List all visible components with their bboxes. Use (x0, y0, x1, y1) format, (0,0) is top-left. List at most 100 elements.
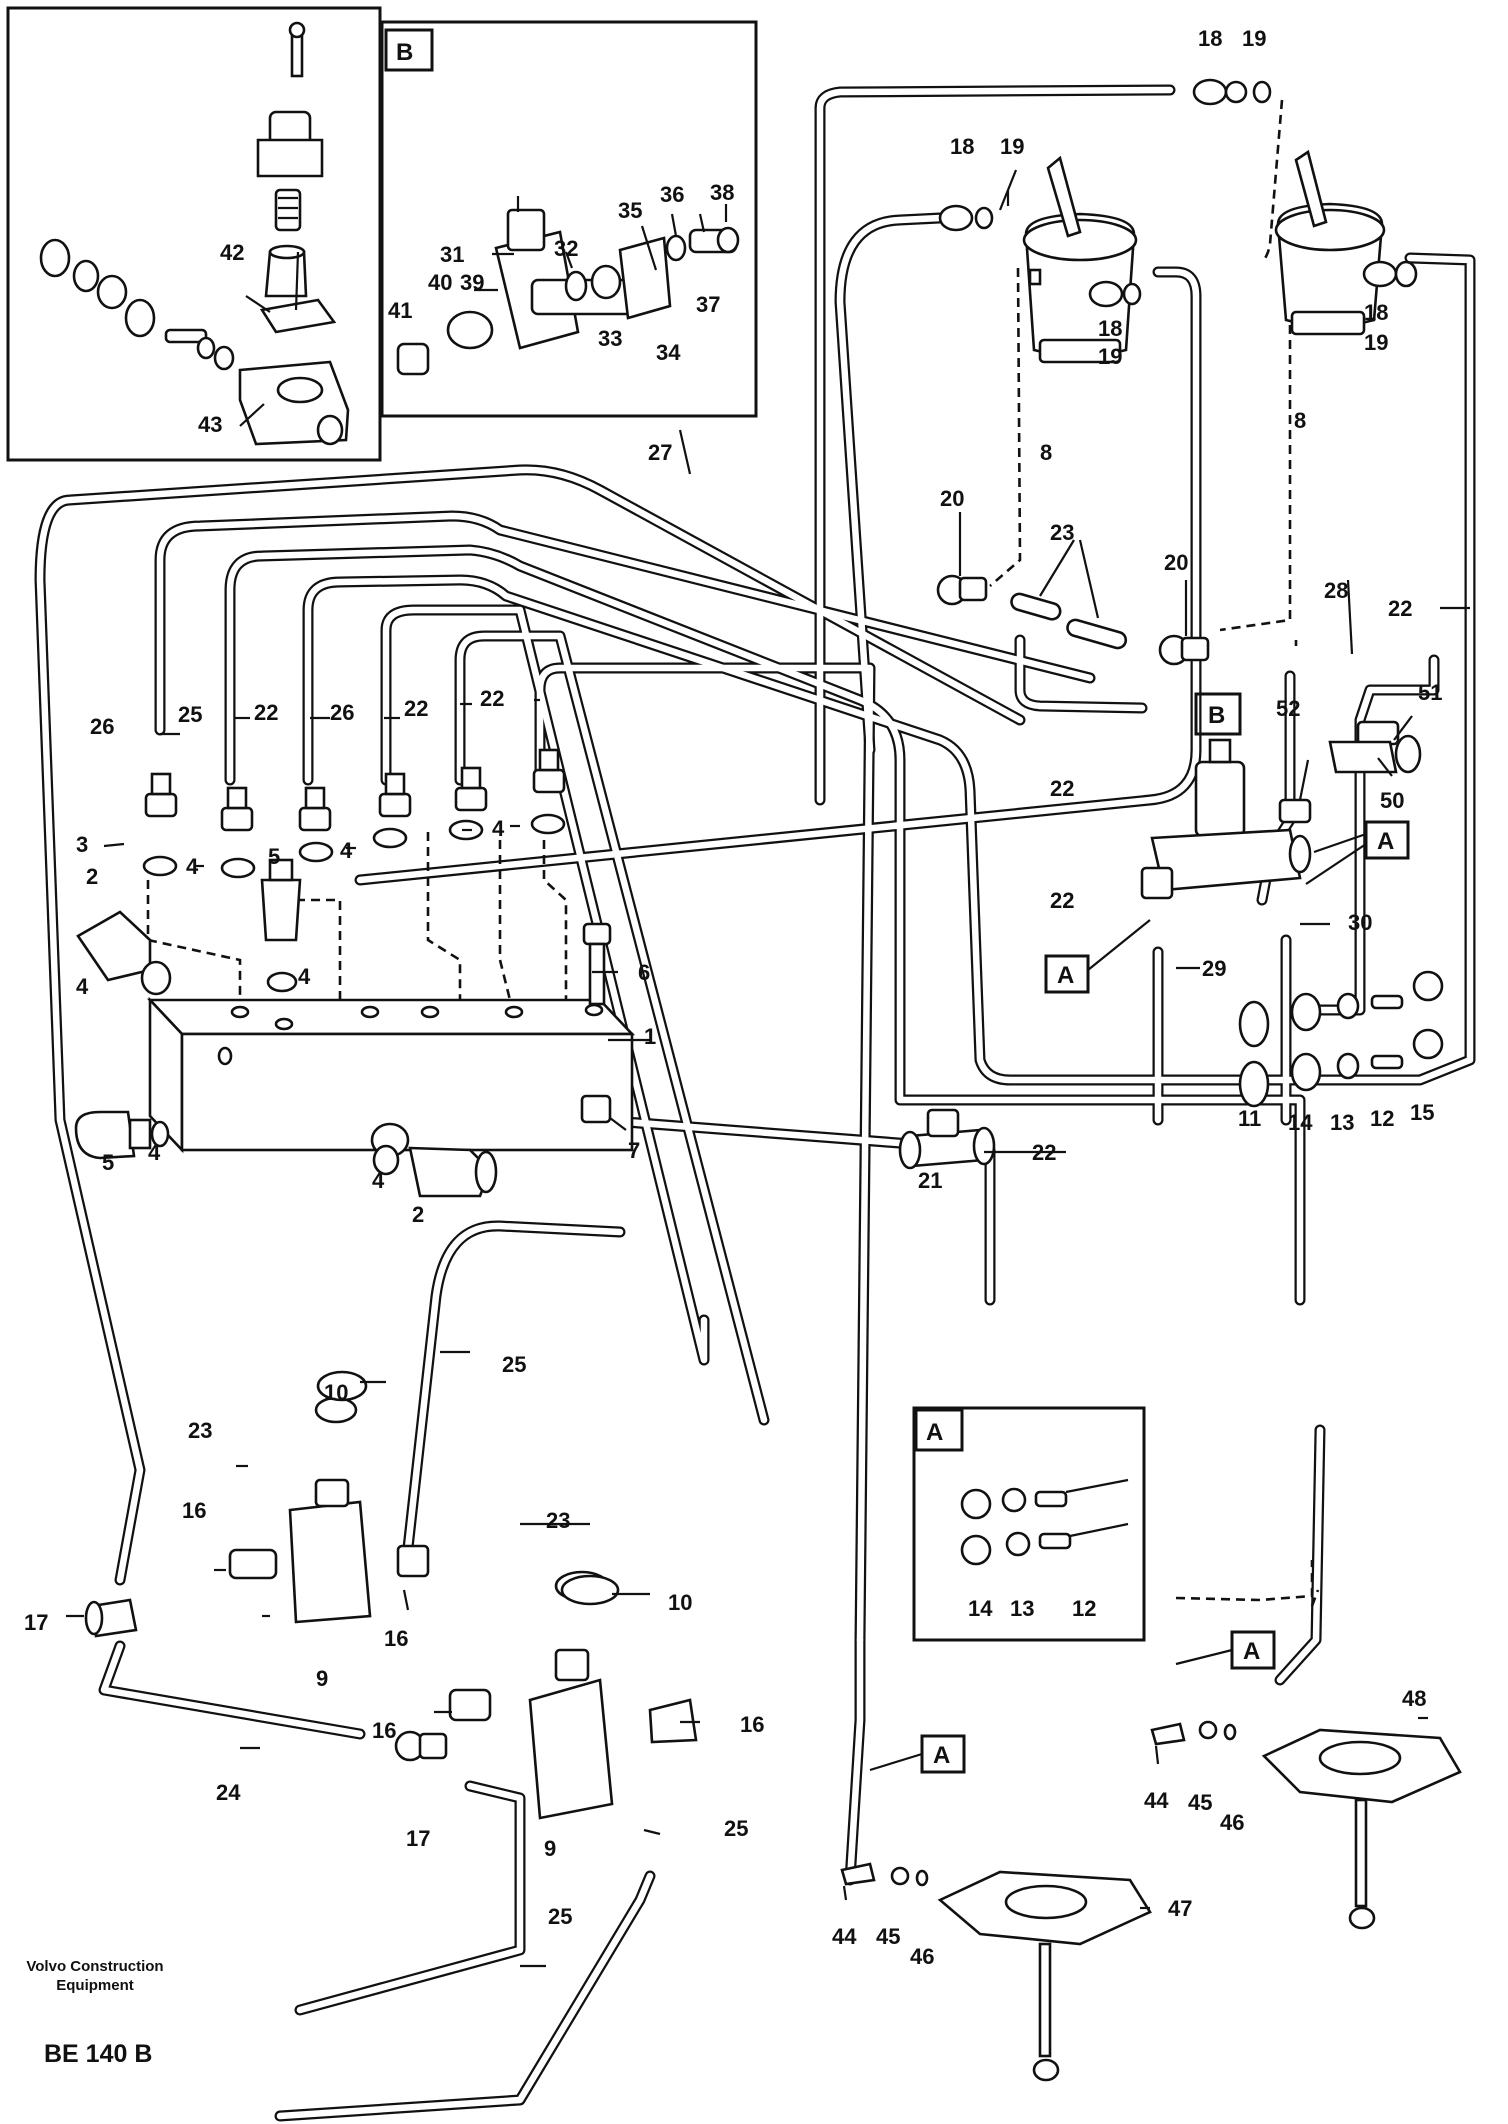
distribution-block (146, 996, 636, 1158)
label-part-22a: 22 (254, 700, 278, 725)
label-part-12b: 12 (1072, 1596, 1096, 1621)
label-part-22d: 22 (1050, 776, 1074, 801)
marker-a-box-1 (1364, 820, 1410, 860)
pipe-network (34, 84, 1476, 2122)
label-part-25d: 25 (548, 1904, 572, 1929)
label-part-2: 2 (86, 864, 98, 889)
marker-a-text-2: A (1057, 962, 1074, 989)
label-part-52: 52 (1276, 696, 1300, 721)
label-part-39: 39 (460, 270, 484, 295)
label-part-40: 40 (428, 270, 452, 295)
leader-lines (66, 169, 1470, 1968)
label-part-19d: 19 (1364, 330, 1388, 355)
control-valve-8-left (1022, 155, 1138, 364)
label-part-23b: 23 (188, 1418, 212, 1443)
label-part-8b: 8 (1294, 408, 1306, 433)
publisher-line-1: Volvo Construction (26, 1958, 164, 1975)
label-part-21: 21 (918, 1168, 942, 1193)
label-part-13: 13 (1330, 1110, 1354, 1135)
marker-b-box (1194, 692, 1242, 736)
label-part-44b: 44 (1144, 1788, 1169, 1813)
detail-label-a: A (926, 1419, 943, 1446)
label-part-46b: 46 (1220, 1810, 1244, 1835)
label-part-36: 36 (660, 182, 684, 207)
label-part-1: 1 (644, 1024, 656, 1049)
label-part-14: 14 (1288, 1110, 1313, 1135)
label-part-28: 28 (1324, 578, 1348, 603)
label-part-9b: 9 (544, 1836, 556, 1861)
label-part-4f: 4 (148, 1140, 161, 1165)
label-part-18a: 18 (1198, 26, 1222, 51)
label-part-4d: 4 (76, 974, 89, 999)
label-part-23c: 23 (546, 1508, 570, 1533)
label-part-10a: 10 (324, 1380, 348, 1405)
label-part-4a: 4 (186, 854, 199, 879)
label-part-30: 30 (1348, 910, 1372, 935)
label-part-22b: 22 (404, 696, 428, 721)
elbow-fitting-50-52 (1278, 720, 1422, 824)
label-part-19c: 19 (1098, 344, 1122, 369)
marker-a-text-3: A (933, 1742, 950, 1769)
nut-7 (580, 1094, 612, 1124)
label-part-44a: 44 (832, 1924, 857, 1949)
label-part-12: 12 (1370, 1106, 1394, 1131)
label-part-3: 3 (76, 832, 88, 857)
label-part-26a: 26 (90, 714, 114, 739)
label-part-11: 11 (1238, 1106, 1261, 1131)
label-part-31: 31 (440, 242, 464, 267)
part-number-labels: 1 2 2 3 4 4 4 4 4 4 4 5 5 6 7 8 8 9 9 10… (24, 26, 1442, 1969)
label-part-17b: 17 (406, 1826, 430, 1851)
chamber-mounts-47-48 (840, 1720, 1462, 2082)
inset-detail-a: A (912, 1406, 1146, 1642)
label-part-18d: 18 (1364, 300, 1388, 325)
label-part-17a: 17 (24, 1610, 48, 1635)
marker-b-text: B (1208, 702, 1225, 729)
label-part-5: 5 (268, 844, 280, 869)
label-part-5b: 5 (102, 1150, 114, 1175)
marker-a-text-1: A (1377, 828, 1394, 855)
inset-exploded-valve (6, 6, 382, 462)
label-part-51: 51 (1418, 680, 1442, 705)
label-part-25b: 25 (502, 1352, 526, 1377)
label-part-29: 29 (1202, 956, 1226, 981)
block-fittings (74, 748, 612, 1198)
label-part-9a: 9 (316, 1666, 328, 1691)
label-part-20b: 20 (1164, 550, 1188, 575)
label-part-8a: 8 (1040, 440, 1052, 465)
label-part-38: 38 (710, 180, 734, 205)
elbow-2-bottom (372, 1144, 498, 1198)
label-part-45b: 45 (1188, 1790, 1212, 1815)
connectors-18-19 (938, 78, 1418, 308)
section-markers: B A A A A (869, 692, 1410, 1774)
label-part-48: 48 (1402, 1686, 1426, 1711)
label-part-25a: 25 (178, 702, 202, 727)
bulkhead-fittings-11-15 (1238, 970, 1444, 1108)
tee-21 (898, 1108, 996, 1170)
label-part-16c: 16 (372, 1718, 396, 1743)
label-part-32: 32 (554, 236, 578, 261)
label-part-10b: 10 (668, 1590, 692, 1615)
label-part-33: 33 (598, 326, 622, 351)
label-part-50: 50 (1380, 788, 1404, 813)
label-part-22g: 22 (1388, 596, 1412, 621)
plug-5-left (74, 1110, 170, 1160)
couplings-20 (936, 574, 1210, 666)
label-part-18b: 18 (950, 134, 974, 159)
control-valve-8-right (1274, 149, 1386, 336)
label-part-13b: 13 (1010, 1596, 1034, 1621)
drawing-code: BE 140 B (44, 2040, 153, 2068)
label-part-22c: 22 (480, 686, 504, 711)
label-part-4e: 4 (298, 964, 311, 989)
label-part-27: 27 (648, 440, 672, 465)
label-part-23a: 23 (1050, 520, 1074, 545)
label-part-45a: 45 (876, 1924, 900, 1949)
label-part-16d: 16 (740, 1712, 764, 1737)
marker-a-box-2 (1044, 954, 1090, 994)
label-part-19b: 19 (1000, 134, 1024, 159)
detail-label-b: B (396, 39, 413, 66)
label-part-26b: 26 (330, 700, 354, 725)
marker-a-text-4: A (1243, 1638, 1260, 1665)
pressure-switch-5-top (260, 858, 302, 993)
label-part-6: 6 (638, 960, 650, 985)
